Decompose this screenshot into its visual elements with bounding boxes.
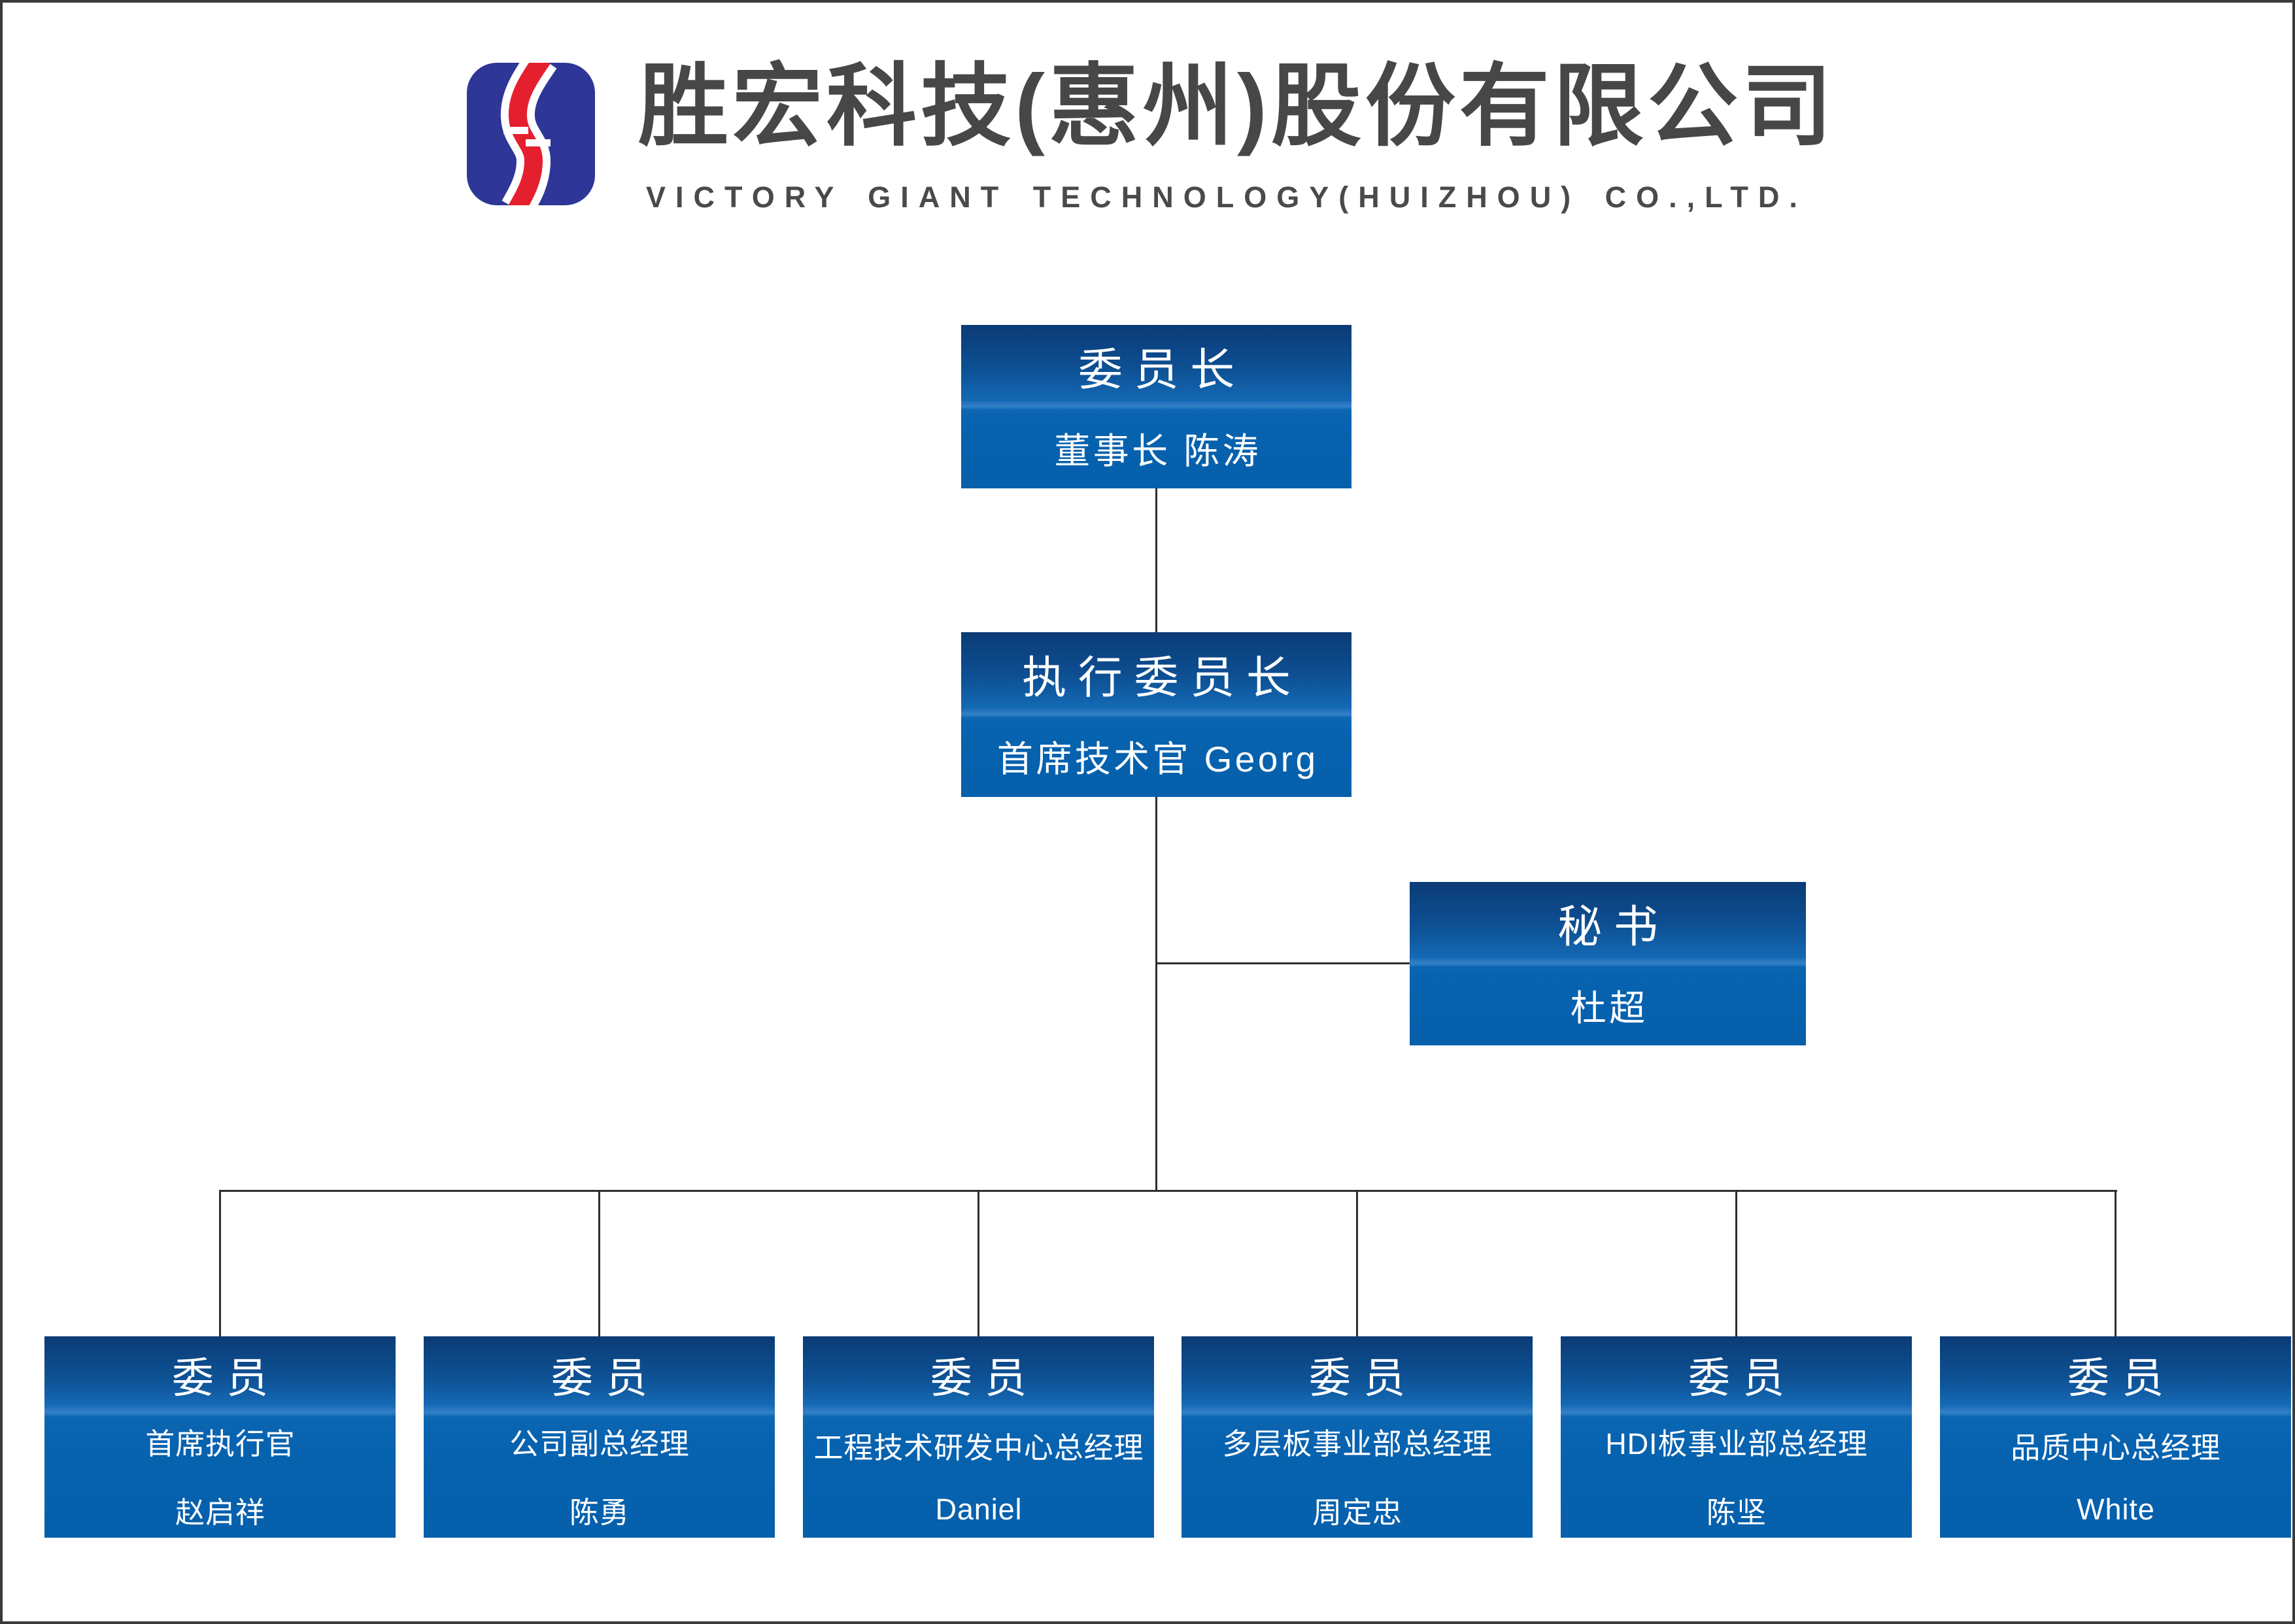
node-title: 秘书 — [1557, 902, 1670, 952]
connector-drop-6 — [2115, 1190, 2116, 1336]
org-node-secretary: 秘书 杜超 — [1410, 882, 1806, 1045]
connector-secretary-branch — [1155, 962, 1410, 964]
member-name: Daniel — [935, 1493, 1023, 1527]
member-name: 陈勇 — [570, 1495, 630, 1529]
connector-drop-5 — [1735, 1190, 1737, 1336]
connector-drop-1 — [219, 1190, 221, 1336]
member-name: White — [2077, 1493, 2155, 1527]
company-title-en: VICTORY GIANT TECHNOLOGY(HUIZHOU) CO.,LT… — [646, 180, 1807, 214]
org-node-member-4: 委员 多层板事业部总经理 周定忠 — [1182, 1336, 1533, 1538]
org-node-member-1: 委员 首席执行官 赵启祥 — [44, 1336, 396, 1538]
member-role: 首席执行官 — [145, 1427, 296, 1461]
company-logo-icon — [467, 63, 595, 205]
connector-drop-3 — [978, 1190, 979, 1336]
node-subtitle: 杜超 — [1570, 987, 1648, 1028]
node-title: 委员 — [2067, 1354, 2177, 1402]
node-title: 委员 — [1688, 1354, 1797, 1402]
node-title: 委员 — [171, 1354, 281, 1402]
member-name: 赵启祥 — [175, 1495, 265, 1529]
connector-chairman-exec — [1155, 488, 1157, 632]
connector-drop-2 — [598, 1190, 600, 1336]
node-title: 委员 — [1308, 1354, 1418, 1402]
node-title: 委员 — [930, 1354, 1040, 1402]
node-title: 执行委员长 — [1022, 652, 1302, 703]
connector-drop-4 — [1356, 1190, 1358, 1336]
node-subtitle: 董事长 陈涛 — [1054, 430, 1262, 471]
member-name: 陈坚 — [1707, 1495, 1767, 1529]
org-node-member-5: 委员 HDI板事业部总经理 陈坚 — [1561, 1336, 1912, 1538]
org-node-member-6: 委员 品质中心总经理 White — [1940, 1336, 2291, 1538]
member-role: 工程技术研发中心总经理 — [813, 1431, 1144, 1465]
connector-distribution — [220, 1190, 2117, 1192]
member-role: 品质中心总经理 — [2011, 1431, 2221, 1465]
member-role: 公司副总经理 — [509, 1427, 690, 1461]
member-role: 多层板事业部总经理 — [1222, 1427, 1493, 1461]
connector-exec-trunk — [1155, 797, 1157, 1190]
org-node-member-2: 委员 公司副总经理 陈勇 — [424, 1336, 775, 1538]
org-node-chairman: 委员长 董事长 陈涛 — [961, 325, 1352, 488]
company-title-zh: 胜宏科技(惠州)股份有限公司 — [638, 56, 1836, 157]
member-name: 周定忠 — [1312, 1495, 1402, 1529]
node-subtitle: 首席技术官 Georg — [996, 739, 1319, 779]
member-role: HDI板事业部总经理 — [1605, 1427, 1868, 1461]
node-title: 委员长 — [1078, 345, 1246, 395]
org-node-member-3: 委员 工程技术研发中心总经理 Daniel — [803, 1336, 1154, 1538]
node-title: 委员 — [551, 1354, 660, 1402]
org-node-exec-chairman: 执行委员长 首席技术官 Georg — [961, 632, 1352, 797]
